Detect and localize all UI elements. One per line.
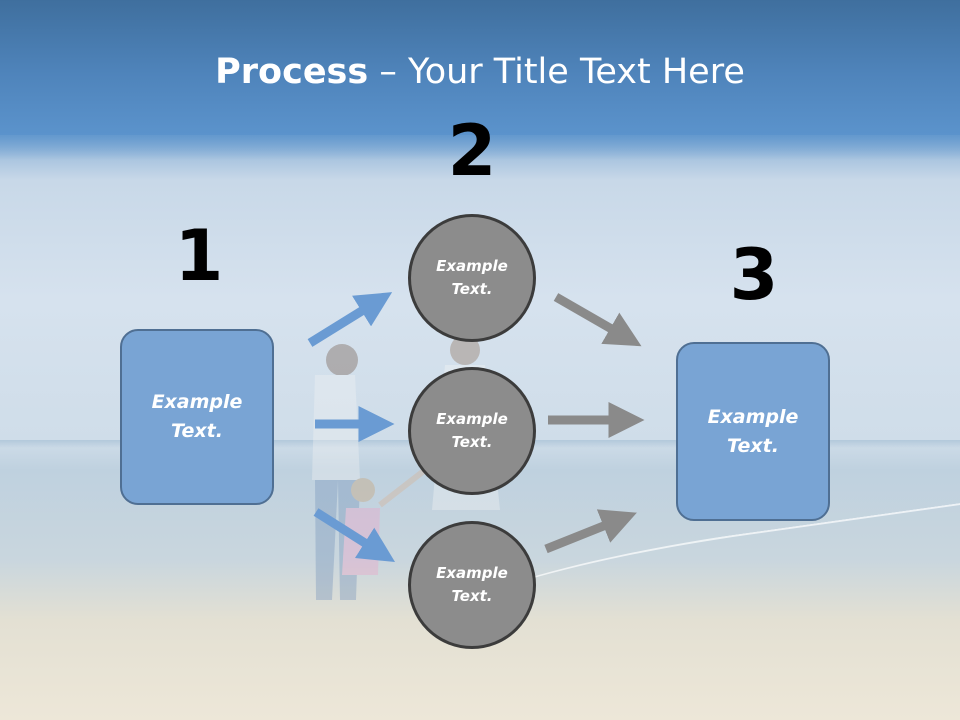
gray-arrow-up [544, 509, 637, 554]
step-2-circle-top[interactable]: Example Text. [408, 214, 536, 342]
step-1-box[interactable]: Example Text. [120, 329, 274, 505]
step-number-3: 3 [729, 234, 779, 316]
gray-arrow-down [553, 293, 642, 347]
step-3-box[interactable]: Example Text. [676, 342, 830, 521]
title-band [0, 0, 960, 160]
circle-top-text: Example Text. [436, 257, 508, 298]
blue-arrow-down [313, 508, 396, 563]
step-number-1: 1 [174, 215, 224, 297]
slide-title: Process – Your Title Text Here [0, 52, 960, 92]
step-2-circle-bottom[interactable]: Example Text. [408, 521, 536, 649]
circle-middle-text: Example Text. [436, 410, 508, 451]
step-2-circle-middle[interactable]: Example Text. [408, 367, 536, 495]
blue-arrow-up [307, 292, 393, 347]
step-number-2: 2 [447, 110, 497, 192]
title-rest: – Your Title Text Here [368, 52, 745, 92]
title-bold: Process [215, 52, 369, 92]
circle-bottom-text: Example Text. [436, 564, 508, 605]
step-1-text: Example Text. [151, 391, 243, 442]
step-3-text: Example Text. [707, 405, 799, 457]
